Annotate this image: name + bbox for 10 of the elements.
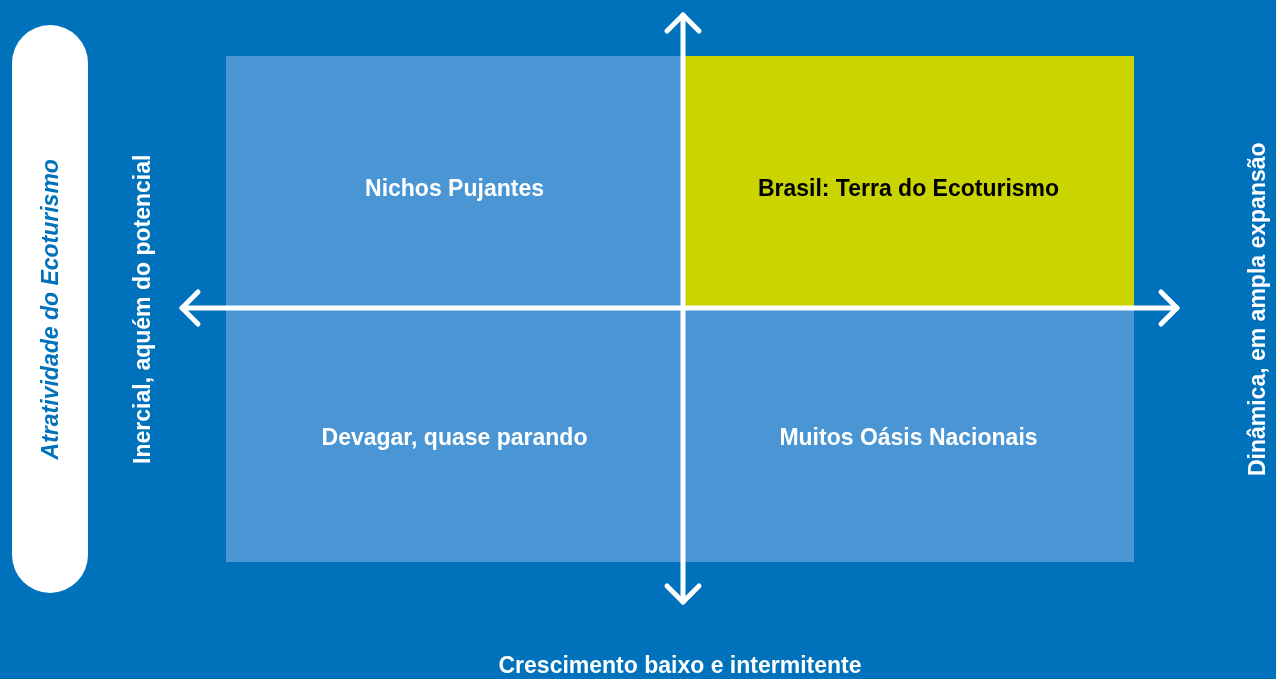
quadrant-box	[226, 56, 683, 307]
axis-label: Inercial, aquém do potencial	[128, 154, 157, 464]
quadrant-title: Nichos Pujantes	[365, 174, 544, 202]
axis-label: Crescimento baixo e intermitente	[498, 650, 862, 679]
quadrant-title: Devagar, quase parando	[321, 423, 588, 451]
axis-title: Atratividade do Ecoturismo	[35, 158, 64, 460]
axis-label: Dinâmica, em ampla expansão	[1242, 142, 1271, 476]
quadrant-box	[683, 56, 1134, 307]
quadrant-title: Muitos Oásis Nacionais	[779, 423, 1038, 451]
quadrant-title: Brasil: Terra do Ecoturismo	[757, 174, 1060, 202]
